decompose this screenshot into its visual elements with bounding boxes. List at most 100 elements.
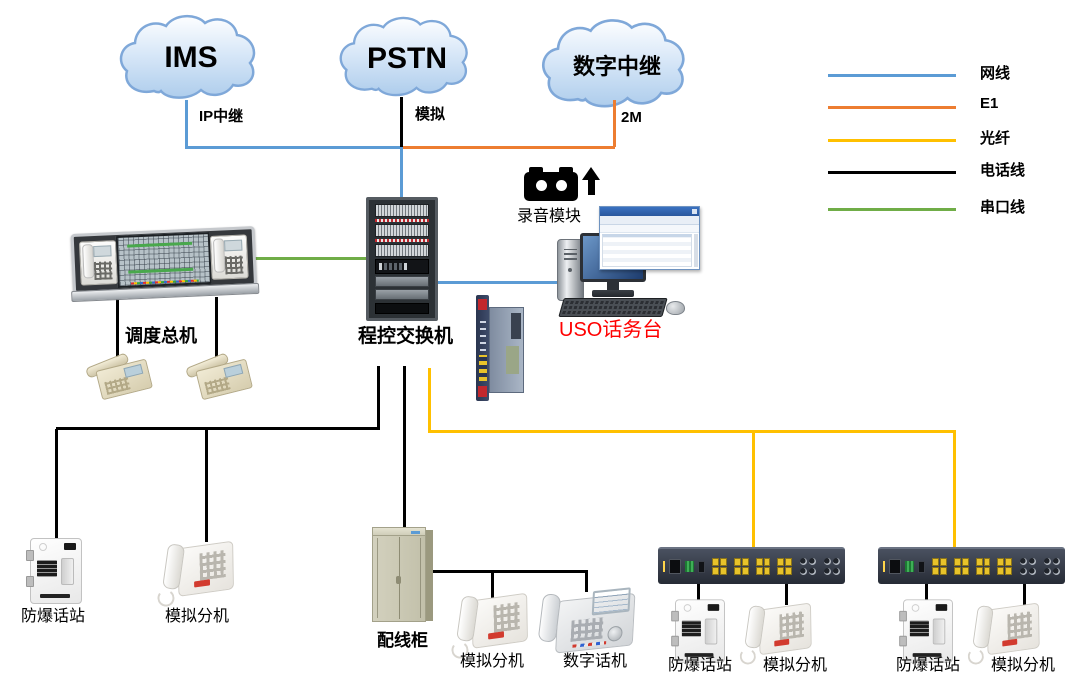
trunk-label-2m: 2M: [621, 109, 642, 126]
rack-blank-panel: [375, 276, 429, 287]
cable-e1-horizontal: [403, 146, 615, 149]
pbx-label: 程控交换机: [358, 326, 454, 347]
pstn-cloud: PSTN: [336, 14, 478, 108]
cable-phone-analog1-drop: [205, 429, 208, 542]
legend-line-serial: [828, 208, 956, 211]
wiring-cabinet-label: 配线柜: [377, 631, 428, 650]
ims-cloud-label: IMS: [164, 40, 218, 74]
rack-blank-panel: [375, 289, 429, 300]
app-title-bar: [600, 207, 699, 216]
trunk-label-analog: 模拟: [415, 106, 446, 123]
rack-control-panel: [375, 259, 429, 274]
app-scrollbar: [694, 234, 698, 267]
analog-extension-3: [735, 597, 819, 666]
cable-phone-station1-drop: [55, 429, 58, 539]
operator-console-label: USO话务台: [559, 319, 663, 341]
explosion-proof-station-3: [899, 599, 953, 663]
rack-card-shelf: [375, 224, 429, 237]
digital-phone-device: [537, 581, 639, 661]
legend-label-phone: 电话线: [980, 162, 1026, 179]
explosion-proof-station-1: [26, 538, 82, 604]
monitor-base: [592, 290, 634, 297]
legend-label-e1: E1: [980, 95, 999, 112]
console-handset-right: [209, 234, 249, 280]
console-handset-left: [78, 240, 118, 286]
pstn-cloud-label: PSTN: [366, 42, 447, 76]
cable-phone-pbx-sw-drop: [377, 366, 380, 429]
digital-phone-label: 数字话机: [563, 653, 628, 670]
recording-module-label: 录音模块: [517, 208, 582, 225]
cable-network-ims-horizontal: [185, 146, 403, 149]
analog-extension-1: [152, 535, 242, 608]
station-2-label: 防爆话站: [668, 657, 733, 674]
cable-network-ims-drop: [185, 100, 188, 149]
operator-keyboard: [558, 298, 668, 317]
legend-label-serial: 串口线: [980, 199, 1026, 216]
cable-fiber-bus: [428, 430, 956, 433]
optical-terminal-1: [658, 547, 845, 584]
analog-extension-2: [446, 587, 536, 660]
line-card-device: [476, 295, 532, 401]
monitor-stand: [607, 282, 619, 291]
ims-cloud: IMS: [116, 12, 266, 108]
app-data-table: [602, 234, 692, 267]
cable-phone-pstn-drop: [400, 97, 403, 147]
upload-arrow-icon: [582, 167, 600, 195]
cable-network-pbx-to-operator: [437, 281, 559, 284]
cable-fiber-optical1-drop: [752, 430, 755, 548]
cable-phone-cabinet-bus: [430, 570, 588, 573]
analog-extension-4: [963, 597, 1047, 666]
cable-network-junction-to-pbx: [400, 149, 403, 199]
cable-phone-console-drop-2: [215, 297, 218, 359]
analog-extension-2-label: 模拟分机: [460, 653, 525, 670]
analog-extension-4-label: 模拟分机: [991, 657, 1056, 674]
rack-led-row: [375, 219, 429, 222]
cable-phone-analog4-drop: [1023, 583, 1026, 605]
legend-label-network: 网线: [980, 65, 1011, 82]
rack-empty-bay: [375, 303, 429, 314]
station-1-label: 防爆话站: [21, 608, 86, 625]
dispatch-console-device: [70, 226, 260, 303]
legend-line-e1: [828, 106, 956, 109]
cable-serial-console-to-pbx: [255, 257, 366, 260]
recording-module-icon: [524, 167, 578, 201]
operator-app-window: [599, 206, 700, 270]
app-toolbar: [600, 216, 699, 225]
cable-phone-pbx-to-cabinet: [403, 366, 406, 529]
analog-extension-1-label: 模拟分机: [165, 608, 230, 625]
explosion-proof-station-2: [671, 599, 725, 663]
rack-card-shelf: [375, 244, 429, 257]
cable-fiber-optical2-drop: [953, 430, 956, 548]
cable-phone-console-drop-1: [116, 297, 119, 359]
legend-label-fiber: 光纤: [980, 130, 1011, 147]
rack-card-shelf: [375, 204, 429, 217]
trunk-label-ip: IP中继: [199, 108, 244, 125]
cable-fiber-pbx-drop: [428, 368, 431, 433]
cable-phone-analog2-drop: [491, 570, 494, 598]
cloud-icon: [339, 16, 468, 97]
dispatch-console-label: 调度总机: [125, 326, 197, 346]
cable-phone-station2-drop: [697, 583, 700, 600]
cloud-icon: [119, 15, 256, 99]
cable-e1-digital-drop: [613, 100, 616, 147]
legend-line-network: [828, 74, 956, 77]
cable-phone-station3-drop: [925, 583, 928, 600]
cable-phone-digital-drop: [585, 570, 588, 592]
station-3-label: 防爆话站: [896, 657, 961, 674]
digital-trunk-cloud: 数字中继: [538, 16, 696, 114]
wiring-cabinet-device: [372, 527, 433, 622]
legend-line-fiber: [828, 139, 956, 142]
operator-mouse: [666, 301, 685, 315]
console-keypad: [115, 231, 212, 289]
optical-terminal-2: [878, 547, 1065, 584]
app-filter-bar: [600, 225, 699, 233]
dispatch-phone-1: [84, 347, 156, 403]
digital-trunk-cloud-label: 数字中继: [572, 54, 661, 80]
rack-led-row: [375, 239, 429, 242]
pbx-rack-device: [366, 197, 438, 321]
cable-phone-left-bus: [56, 427, 380, 430]
dispatch-phone-2: [184, 347, 256, 403]
legend-line-phone: [828, 171, 956, 174]
cable-phone-analog3-drop: [785, 583, 788, 605]
